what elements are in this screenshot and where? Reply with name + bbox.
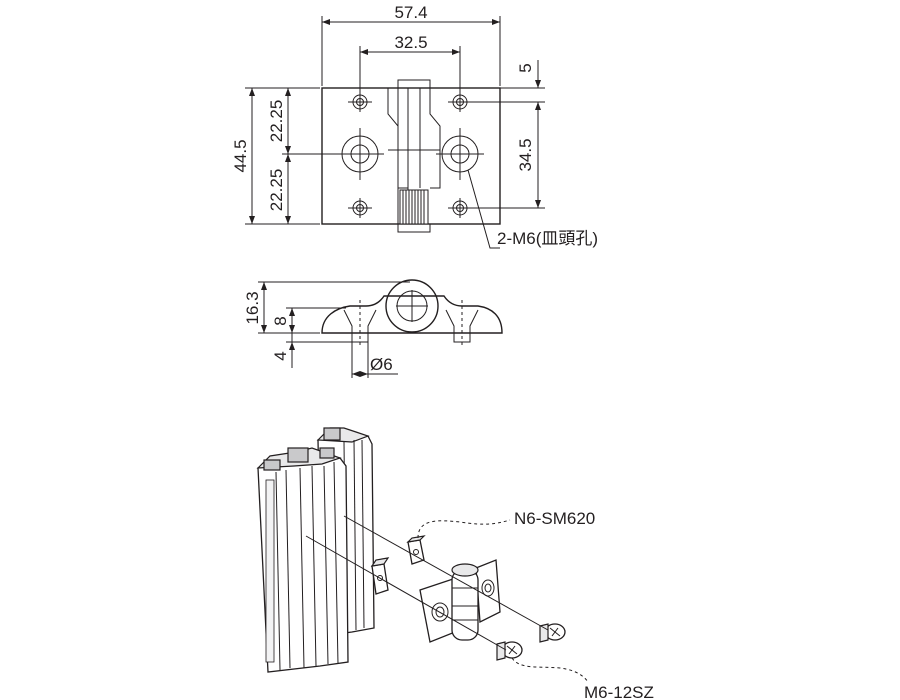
- dim-top-offset-text: 5: [516, 63, 535, 72]
- small-hole-bottom-left: [348, 198, 372, 218]
- countersunk-hole-left: [336, 128, 384, 180]
- knuckle-outer-circle: [385, 279, 439, 333]
- aluminum-profile-front: [256, 447, 349, 673]
- dimension-hole-spacing: 32.5: [359, 33, 461, 92]
- dim-plate-height-text: 8: [271, 316, 290, 325]
- top-view: 57.4 32.5 5 34.5: [231, 3, 598, 249]
- hole-callout-text: 2-M6(皿頭孔): [497, 229, 598, 248]
- assembly-alignment-lines: [305, 515, 549, 651]
- dimension-overall-height: 44.5: [231, 87, 320, 225]
- dimension-overall-width: 57.4: [321, 3, 501, 86]
- screw-lower: [496, 641, 523, 661]
- t-nut-lower: [370, 557, 390, 595]
- dimension-bottom: 4: [271, 333, 352, 368]
- dim-overall-height-text: 44.5: [231, 139, 250, 172]
- small-hole-top-left: [348, 92, 372, 112]
- dimension-diameter: Ø6: [351, 342, 398, 378]
- screw-label-leader: M6-12SZ: [511, 657, 654, 700]
- dim-diameter-text: Ø6: [370, 355, 393, 374]
- nut-label-leader: N6-SM620: [417, 509, 595, 539]
- side-view: 16.3 8 4 Ø6: [243, 279, 503, 378]
- dim-hole-spacing-text: 32.5: [394, 33, 427, 52]
- dim-half-lower-text: 22.25: [267, 169, 286, 212]
- hinge-knuckle: [387, 79, 441, 233]
- dimension-plate-height: 8: [271, 307, 346, 333]
- screw-label-text: M6-12SZ: [584, 683, 654, 700]
- dim-bottom-text: 4: [271, 351, 290, 360]
- countersunk-hole-right: [436, 128, 484, 180]
- knurled-pin: [399, 189, 429, 225]
- dim-total-height-text: 16.3: [243, 291, 262, 324]
- small-hole-top-right: [448, 92, 472, 112]
- countersink-left: [343, 300, 377, 348]
- dimension-total-height: 16.3: [243, 281, 410, 334]
- dim-overall-width-text: 57.4: [394, 3, 427, 22]
- dim-hole-pitch-vertical-text: 34.5: [516, 138, 535, 171]
- dimension-hole-pitch-vertical: 34.5: [468, 102, 545, 209]
- countersink-right: [445, 300, 479, 348]
- hinge-assembly: [419, 559, 501, 643]
- dim-half-upper-text: 22.25: [267, 100, 286, 143]
- hole-callout-leader: 2-M6(皿頭孔): [467, 169, 598, 249]
- dimension-half-heights: 22.25 22.25: [267, 88, 336, 224]
- screw-upper: [539, 623, 566, 643]
- small-hole-bottom-right: [448, 198, 472, 218]
- nut-label-text: N6-SM620: [514, 509, 595, 528]
- assembly-view: N6-SM620 M6-12SZ: [256, 427, 654, 700]
- dimension-top-offset: 5: [468, 60, 545, 112]
